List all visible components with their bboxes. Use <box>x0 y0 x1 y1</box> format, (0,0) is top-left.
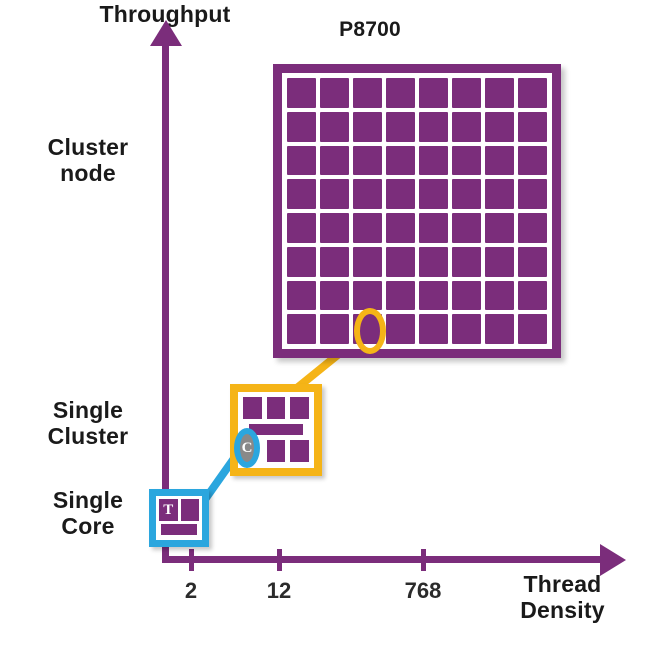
x-tick-label-12: 12 <box>266 578 292 603</box>
core-cell <box>518 246 547 277</box>
core-cell <box>287 314 316 344</box>
cluster-shared-cache-bar <box>249 424 303 435</box>
core-cell <box>485 314 514 344</box>
core-cell <box>485 213 514 243</box>
x-axis-line <box>162 556 617 563</box>
x-axis-arrow-icon <box>600 544 626 576</box>
core-cell <box>419 145 448 176</box>
core-cell <box>452 78 481 108</box>
core-cell <box>518 179 547 209</box>
cluster-node-core-grid <box>282 73 552 349</box>
cluster-node-chip[interactable] <box>273 64 561 358</box>
chip-title: P8700 <box>339 18 401 41</box>
core-cell <box>320 314 349 344</box>
x-tick-mark-1 <box>189 549 194 571</box>
core-cell <box>320 280 349 311</box>
core-cell <box>386 213 415 243</box>
core-cell <box>419 314 448 344</box>
core-cell <box>452 213 481 243</box>
core-cell <box>518 145 547 176</box>
core-cell <box>419 213 448 243</box>
core-cell <box>386 145 415 176</box>
core-cell <box>485 111 514 142</box>
core-cache-bar <box>161 524 197 535</box>
core-thread-slot <box>180 499 199 522</box>
core-thread-row: T <box>159 499 199 522</box>
core-cell <box>287 280 316 311</box>
core-cell <box>386 314 415 344</box>
core-letter-c: C <box>241 439 253 456</box>
single-cluster-contents <box>238 392 314 468</box>
y-axis-arrow-icon <box>150 20 182 46</box>
core-cell <box>452 280 481 311</box>
core-cell <box>518 280 547 311</box>
core-cell <box>287 179 316 209</box>
core-cell <box>452 111 481 142</box>
core-cell <box>452 179 481 209</box>
thread-letter-t: T <box>163 501 174 518</box>
y-tick-cluster-node: Cluster node <box>47 134 129 186</box>
y-tick-single-cluster: Single Cluster <box>47 397 129 449</box>
x-tick-label-2: 2 <box>184 578 198 603</box>
core-cell <box>353 213 382 243</box>
core-cell <box>452 314 481 344</box>
core-thread-slot-t: T <box>159 499 178 522</box>
x-tick-label-768: 768 <box>404 578 442 603</box>
x-tick-mark-2 <box>277 549 282 571</box>
core-cell <box>452 246 481 277</box>
cluster-core <box>243 397 262 420</box>
core-cell <box>386 179 415 209</box>
cluster-core <box>266 439 286 463</box>
core-cell <box>353 111 382 142</box>
core-cell <box>485 280 514 311</box>
cluster-highlight-oval <box>354 308 386 354</box>
core-cell <box>518 111 547 142</box>
cluster-core-row-top <box>243 397 310 420</box>
cluster-core <box>266 397 286 420</box>
core-cell <box>353 78 382 108</box>
core-cell <box>518 314 547 344</box>
core-cell <box>386 246 415 277</box>
core-cell <box>287 213 316 243</box>
core-cell <box>320 246 349 277</box>
core-cell <box>386 111 415 142</box>
core-cell <box>518 213 547 243</box>
core-cell <box>419 280 448 311</box>
core-cell <box>320 179 349 209</box>
core-cell <box>386 280 415 311</box>
core-cell <box>518 78 547 108</box>
core-cell <box>353 145 382 176</box>
single-core-contents: T <box>156 496 202 540</box>
core-cell <box>419 179 448 209</box>
y-axis-line <box>162 38 169 563</box>
x-axis-title: Thread Density <box>520 571 605 623</box>
core-cell <box>419 246 448 277</box>
core-cell <box>287 246 316 277</box>
core-cell <box>452 145 481 176</box>
core-cell <box>287 78 316 108</box>
cluster-core <box>290 397 310 420</box>
core-cell <box>485 78 514 108</box>
core-highlight-oval: C <box>234 428 260 468</box>
core-cell <box>353 246 382 277</box>
x-tick-mark-3 <box>421 549 426 571</box>
cluster-core-row-bottom <box>243 439 310 463</box>
core-cell <box>320 111 349 142</box>
core-cell <box>419 78 448 108</box>
core-cell <box>320 213 349 243</box>
core-cell <box>287 111 316 142</box>
core-cell <box>320 145 349 176</box>
core-cell <box>485 145 514 176</box>
core-cell <box>353 179 382 209</box>
core-cell <box>353 280 382 311</box>
core-cell <box>287 145 316 176</box>
core-cell <box>485 246 514 277</box>
core-cell <box>419 111 448 142</box>
core-cell <box>485 179 514 209</box>
core-cell <box>386 78 415 108</box>
cluster-core <box>290 439 310 463</box>
y-tick-single-core: Single Core <box>52 487 124 539</box>
single-core-box[interactable]: T <box>149 489 209 547</box>
core-cell <box>320 78 349 108</box>
